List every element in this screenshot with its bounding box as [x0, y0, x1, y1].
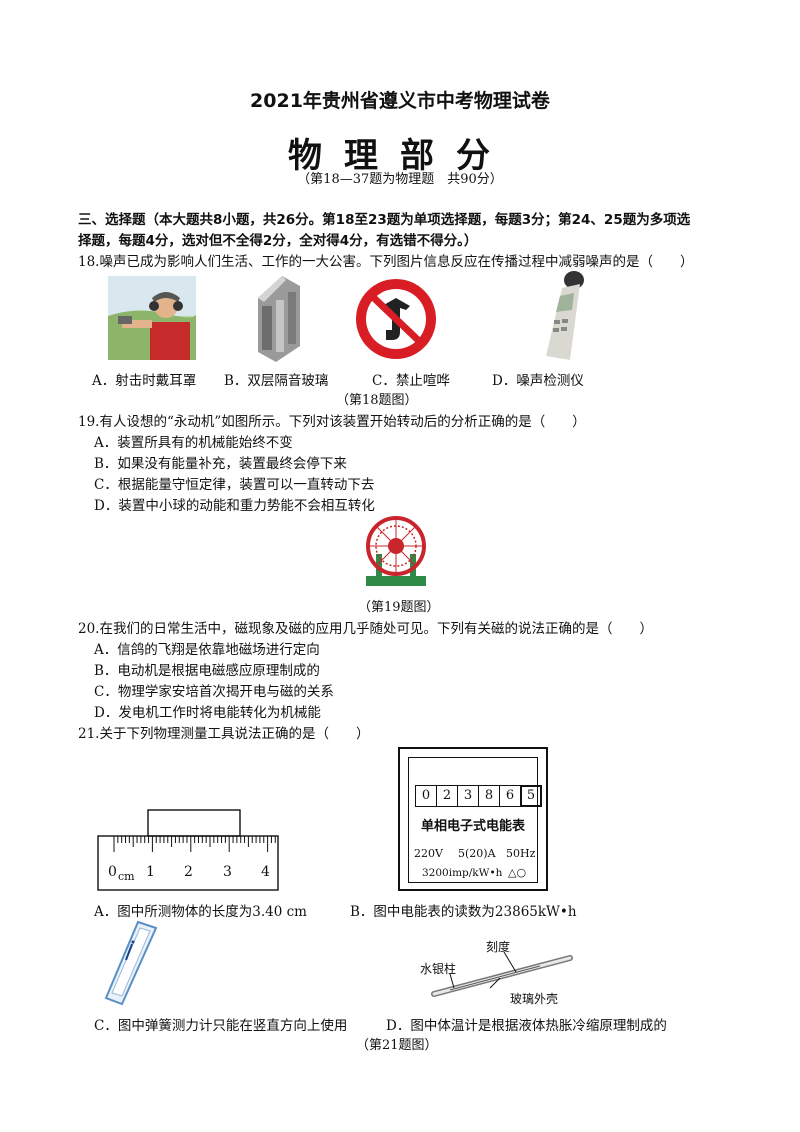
q19-option-b: B．如果没有能量补充，装置最终会停下来	[94, 456, 347, 472]
q18-image-b-glass	[258, 276, 300, 362]
q18-option-a: A．射击时戴耳罩	[92, 373, 197, 389]
section-instructions-line2: 择题，每题4分，选对但不全得2分，全对得4分，有选错不得分。）	[78, 233, 478, 249]
q19-stem: 19.有人设想的“永动机”如图所示。下列对该装置开始转动后的分析正确的是（ ）	[78, 414, 586, 430]
section-note: （第18—37题为物理题 共90分）	[297, 172, 503, 187]
q18-image-d-noise-meter	[546, 271, 584, 360]
meter-voltage: 220V	[414, 847, 443, 860]
meter-title: 单相电子式电能表	[420, 819, 525, 834]
meter-digit-5: 5	[520, 785, 542, 807]
q19-image-perpetual-wheel	[366, 516, 426, 586]
ruler-tick-label-2: 2	[184, 864, 193, 880]
q18-image-a-earmuffs	[108, 276, 196, 360]
q21-spring-scale	[104, 920, 158, 1006]
exam-title: 2021年贵州省遵义市中考物理试卷	[250, 90, 550, 112]
q21-option-a: A．图中所测物体的长度为3.40 cm	[94, 904, 307, 920]
ruler-tick-label-1: 1	[146, 864, 155, 880]
section-heading: 物理部分	[288, 136, 512, 176]
ruler-tick-label-3: 3	[223, 864, 232, 880]
meter-digit-1: 2	[436, 785, 458, 807]
q21-ruler-figure: 0 cm 1 2 3 4	[96, 808, 282, 892]
ruler-tick-label-4: 4	[261, 864, 270, 880]
meter-imp: 3200imp/kW•h	[422, 867, 503, 879]
meter-frequency: 50Hz	[506, 847, 536, 860]
meter-current: 5(20)A	[458, 847, 496, 860]
q21-stem: 21.关于下列物理测量工具说法正确的是（ ）	[78, 726, 370, 742]
q19-caption: （第19题图）	[358, 600, 440, 615]
q21-option-d: D．图中体温计是根据液体热胀冷缩原理制成的	[386, 1018, 667, 1034]
q18-option-c: C．禁止喧哗	[372, 373, 450, 389]
ruler-unit: cm	[118, 870, 135, 883]
q19-option-c: C．根据能量守恒定律，装置可以一直转动下去	[94, 477, 375, 493]
q20-option-b: B．电动机是根据电磁感应原理制成的	[94, 663, 320, 679]
q20-stem: 20.在我们的日常生活中，磁现象及磁的应用几乎随处可见。下列有关磁的说法正确的是…	[78, 621, 653, 637]
meter-digit-2: 3	[457, 785, 479, 807]
q21-caption: （第21题图）	[356, 1038, 438, 1053]
thermo-label-glass: 玻璃外壳	[510, 992, 559, 1006]
q18-option-b: B．双层隔音玻璃	[224, 373, 329, 389]
section-instructions-line1: 三、选择题（本大题共8小题，共26分。第18至23题为单项选择题，每题3分；第2…	[78, 212, 691, 228]
q20-option-c: C．物理学家安培首次揭开电与磁的关系	[94, 684, 334, 700]
thermo-label-scale: 刻度	[486, 940, 511, 954]
q21-thermometer-figure: 刻度 水银柱 玻璃外壳	[420, 938, 576, 1010]
meter-digit-3: 8	[478, 785, 500, 807]
q18-image-c-no-horn-sign	[356, 279, 436, 359]
q20-option-a: A．信鸽的飞翔是依靠地磁场进行定向	[94, 642, 320, 658]
q21-energy-meter: 0 2 3 8 6 5 单相电子式电能表 220V 5(20)A 50Hz 32…	[398, 747, 548, 891]
meter-digit-0: 0	[415, 785, 437, 807]
q18-stem: 18.噪声已成为影响人们生活、工作的一大公害。下列图片信息反应在传播过程中减弱噪…	[78, 254, 694, 270]
q18-caption: （第18题图）	[336, 393, 418, 408]
q21-option-b: B．图中电能表的读数为23865kW•h	[350, 904, 577, 920]
q19-option-a: A．装置所具有的机械能始终不变	[94, 435, 293, 451]
q18-option-d: D．噪声检测仪	[492, 373, 584, 389]
q19-option-d: D．装置中小球的动能和重力势能不会相互转化	[94, 498, 375, 514]
meter-digit-4: 6	[499, 785, 521, 807]
thermo-label-mercury: 水银柱	[420, 962, 457, 976]
meter-digit-row: 0 2 3 8 6 5	[415, 785, 542, 807]
q21-option-c: C．图中弹簧测力计只能在竖直方向上使用	[94, 1018, 348, 1034]
meter-symbols: △○	[508, 866, 527, 879]
ruler-tick-label-0: 0	[108, 864, 117, 880]
q20-option-d: D．发电机工作时将电能转化为机械能	[94, 705, 321, 721]
